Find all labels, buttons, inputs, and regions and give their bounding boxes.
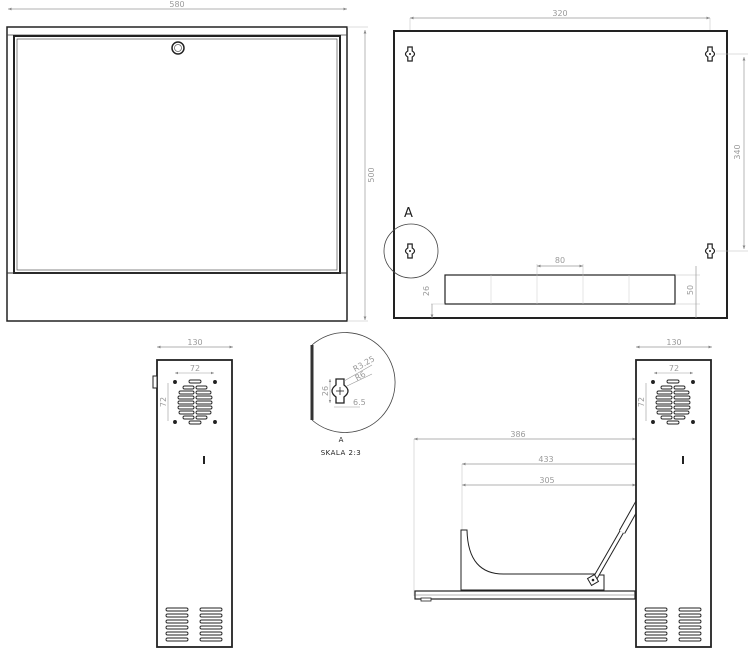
back-view: 320 340 A 80 26 50 — [383, 9, 748, 319]
detail-width-label: 6.5 — [353, 398, 366, 407]
detail-radius-outer-label: R3.25 — [352, 354, 377, 373]
overall-length-label: 386 — [510, 430, 525, 439]
bottom-offset-label: 26 — [422, 286, 431, 296]
bottom-plate — [444, 274, 676, 305]
vent-grille-icon — [173, 379, 217, 425]
left-vent-height-label: 72 — [159, 397, 168, 407]
vent-grille-icon — [651, 379, 695, 425]
detail-scale: SKALA 2:3 — [321, 449, 362, 457]
lock-icon — [171, 41, 185, 55]
detail-height-label: 26 — [321, 386, 330, 396]
lower-vent-icon — [165, 607, 223, 642]
front-view: 580 500 — [6, 0, 376, 322]
side-view-left: 130 72 72 — [152, 338, 233, 648]
tray-inner-label: 305 — [539, 476, 554, 485]
detail-a-circle — [383, 223, 439, 279]
tray-outer-label: 433 — [538, 455, 553, 464]
detail-a-view: R3.25 R6 26 6.5 A SKALA 2:3 — [310, 332, 396, 457]
right-vent-width-label: 72 — [669, 364, 679, 373]
hole-vertical-label: 340 — [733, 144, 742, 159]
front-width-label: 580 — [169, 0, 184, 9]
left-vent-width-label: 72 — [190, 364, 200, 373]
detail-a-marker: A — [404, 206, 413, 221]
slot-width-label: 80 — [555, 256, 565, 265]
hole-spacing-label: 320 — [552, 9, 567, 18]
left-depth-label: 130 — [187, 338, 202, 347]
right-depth-label: 130 — [666, 338, 681, 347]
bottom-plate-height-label: 50 — [686, 285, 695, 295]
detail-name: A — [339, 436, 344, 444]
lower-vent-icon — [644, 607, 702, 642]
right-vent-height-label: 72 — [637, 397, 646, 407]
side-view-right: 130 72 72 — [635, 338, 712, 648]
front-height-label: 500 — [367, 167, 376, 182]
